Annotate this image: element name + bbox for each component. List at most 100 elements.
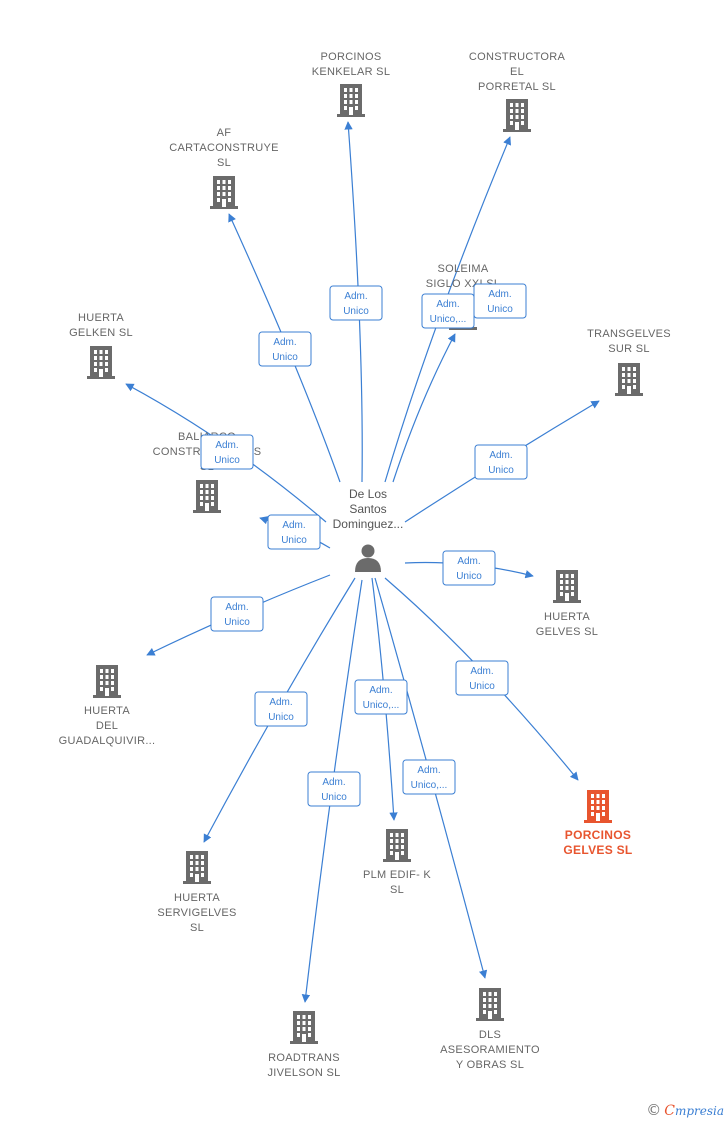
role-badge-text: Adm. — [369, 685, 392, 696]
role-badge-text: Adm. — [322, 777, 345, 788]
building-icon — [476, 988, 504, 1021]
role-badge-text: Adm. — [344, 291, 367, 302]
role-badge[interactable]: Adm. Unico — [473, 283, 527, 319]
role-badge-text: Unico — [321, 792, 347, 803]
company-name-line: ROADTRANS — [268, 1052, 340, 1064]
building-icon — [210, 176, 238, 209]
role-badge[interactable]: Adm. Unico,... — [354, 679, 408, 715]
building-icon — [93, 665, 121, 698]
role-badge-text: Adm. — [215, 440, 238, 451]
role-badge[interactable]: Adm. Unico — [254, 691, 308, 727]
company-name-line: DEL — [96, 720, 118, 732]
role-badge-text: Unico — [469, 681, 495, 692]
person-node[interactable]: De LosSantosDominguez... — [333, 487, 404, 572]
role-badge-text: Adm. — [225, 602, 248, 613]
company-name-line: SL — [190, 922, 204, 934]
role-badge-text: Adm. — [417, 765, 440, 776]
company-name-line: SERVIGELVES — [157, 907, 236, 919]
role-badge[interactable]: Adm. Unico — [442, 550, 496, 586]
role-badge-box — [329, 285, 383, 321]
copyright-icon: © — [646, 1101, 662, 1119]
person-icon — [355, 544, 381, 572]
company-name-line: GELKEN SL — [69, 327, 133, 339]
role-badge-text: Unico,... — [363, 700, 400, 711]
role-badge-box — [421, 293, 475, 329]
company-node-huerta-del-guadalquivir[interactable]: HUERTA DEL GUADALQUIVIR... — [59, 665, 156, 747]
role-badge-text: Unico — [224, 617, 250, 628]
role-badge-box — [267, 514, 321, 550]
role-badge[interactable]: Adm. Unico — [307, 771, 361, 807]
company-name-line: CONSTRUCTORA — [469, 51, 566, 63]
person-name-line: Santos — [349, 502, 386, 516]
role-badge-text: Unico — [214, 455, 240, 466]
role-badge-box — [354, 679, 408, 715]
company-node-dls-asesoramiento[interactable]: DLS ASESORAMIENTO Y OBRAS SL — [440, 988, 540, 1071]
edge-porcinos-kenkelar — [344, 121, 363, 483]
company-name-line: PORCINOS — [565, 828, 631, 842]
role-badge-box — [200, 434, 254, 470]
role-badge-box — [254, 691, 308, 727]
edge-soleima-siglo-xxi — [392, 333, 456, 483]
footer-brand: ©Cmpresia — [646, 1101, 724, 1119]
company-name-line: ASESORAMIENTO — [440, 1044, 540, 1056]
role-badge[interactable]: Adm. Unico — [474, 444, 528, 480]
building-icon — [383, 829, 411, 862]
role-badge-text: Unico — [281, 535, 307, 546]
role-badge-box — [210, 596, 264, 632]
building-icon — [183, 851, 211, 884]
building-icon — [337, 84, 365, 117]
role-badge-text: Adm. — [489, 450, 512, 461]
building-icon — [503, 99, 531, 132]
company-name-line: AF — [217, 127, 232, 139]
role-badge-box — [442, 550, 496, 586]
role-badge[interactable]: Adm.Unico — [267, 514, 321, 550]
company-name-line: SL — [390, 884, 404, 896]
role-badge-text: Adm. — [457, 556, 480, 567]
company-name-line: GUADALQUIVIR... — [59, 735, 156, 747]
role-badge[interactable]: Adm.Unico — [329, 285, 383, 321]
company-name-line: HUERTA — [544, 611, 590, 623]
person-name-line: Dominguez... — [333, 517, 404, 531]
company-name-line: SOLEIMA — [437, 263, 488, 275]
role-badge-text: Adm. — [488, 289, 511, 300]
brand-name: mpresia — [674, 1104, 724, 1118]
role-badge[interactable]: Adm. Unico — [210, 596, 264, 632]
person-name-line: De Los — [349, 487, 387, 501]
building-icon — [193, 480, 221, 513]
role-badge-text: Unico — [487, 304, 513, 315]
brand-initial: C — [664, 1103, 675, 1119]
role-badge-box — [307, 771, 361, 807]
company-node-huerta-gelves[interactable]: HUERTA GELVES SL — [536, 570, 598, 638]
role-badge[interactable]: Adm.Unico — [455, 660, 509, 696]
company-name-line: TRANSGELVES — [587, 328, 671, 340]
company-name-line: PORRETAL SL — [478, 81, 556, 93]
company-name-line: GELVES SL — [563, 843, 632, 857]
role-badge-box — [455, 660, 509, 696]
role-badge[interactable]: Adm.Unico,... — [421, 293, 475, 329]
company-node-plm-edif-k[interactable]: PLM EDIF- KSL — [363, 829, 431, 896]
role-badge-text: Unico — [488, 465, 514, 476]
role-badge-text: Adm. — [269, 697, 292, 708]
company-name-line: Y OBRAS SL — [456, 1059, 524, 1071]
role-badge-text: Unico — [456, 571, 482, 582]
role-badge-text: Adm. — [273, 337, 296, 348]
company-name-line: GELVES SL — [536, 626, 598, 638]
role-badge[interactable]: Adm.Unico,... — [402, 759, 456, 795]
company-node-porcinos-kenkelar[interactable]: PORCINOS KENKELAR SL — [312, 51, 391, 117]
company-name-line: HUERTA — [84, 705, 130, 717]
role-badge[interactable]: Adm. Unico — [200, 434, 254, 470]
company-name-line: CARTACONSTRUYE — [169, 142, 279, 154]
role-badge[interactable]: Adm.Unico — [258, 331, 312, 367]
company-name-line: KENKELAR SL — [312, 66, 391, 78]
company-name-line: DLS — [479, 1029, 501, 1041]
role-badge-text: Unico — [268, 712, 294, 723]
company-name-line: PORCINOS — [320, 51, 381, 63]
